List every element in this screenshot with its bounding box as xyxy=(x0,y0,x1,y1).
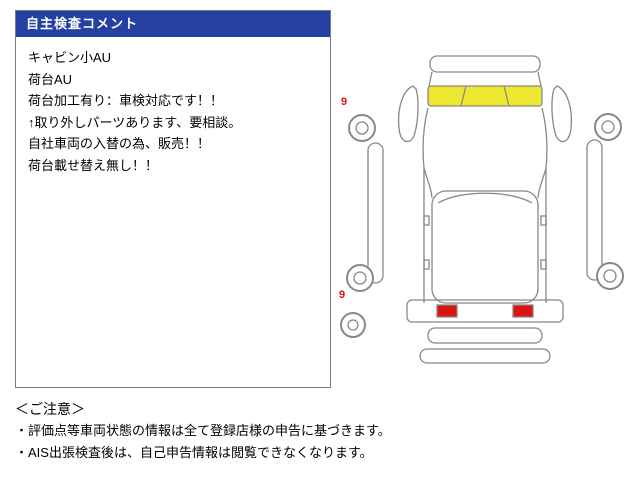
damage-marker-front-left: 9 xyxy=(341,96,347,108)
wheel-rear-left xyxy=(346,264,374,292)
rear-bumper xyxy=(427,327,543,344)
bed-hinge-right-top xyxy=(540,215,547,226)
comment-line: 荷台AU xyxy=(28,71,73,87)
wheel-rear-right xyxy=(596,262,624,290)
pillar-right xyxy=(537,71,542,87)
damage-marker-rear-left: 9 xyxy=(339,289,345,301)
body-side-left xyxy=(422,107,429,303)
cab-rear-window-line xyxy=(437,192,533,204)
pillar-left xyxy=(428,71,433,87)
comment-line: 自社車両の入替の為、販売！！ xyxy=(28,136,211,151)
side-strip-right xyxy=(586,139,603,281)
windshield-divider-right xyxy=(503,85,510,107)
body-side-right xyxy=(541,107,548,303)
right-mirror-panel xyxy=(551,85,573,143)
bed-hinge-left-top xyxy=(423,215,430,226)
vehicle-diagram: 9 9 xyxy=(335,48,635,373)
wheel-front-left xyxy=(348,114,376,142)
bed-hinge-right-bottom xyxy=(540,259,547,270)
windshield-highlight xyxy=(427,85,543,107)
comment-list: キャビン小AU 荷台AU 荷台加工有り：車検対応です！！ ↑取り外しパーツありま… xyxy=(16,37,330,186)
spare-wheel xyxy=(340,312,366,338)
tailgate xyxy=(406,299,564,323)
vehicle-diagram-svg: 9 9 xyxy=(339,55,624,364)
comment-line: ↑取り外しパーツあります、要相談。 xyxy=(28,114,242,130)
panel-header: 自主検査コメント xyxy=(16,11,330,37)
cab-roof xyxy=(429,55,541,73)
taillight-right xyxy=(512,304,534,318)
cab-rear-left xyxy=(423,167,433,199)
taillight-left xyxy=(436,304,458,318)
notice-title: ＜ご注意＞ xyxy=(15,401,85,417)
notice-line: ・AIS出張検査後は、自己申告情報は閲覧できなくなります。 xyxy=(15,445,373,460)
notice-section: ＜ご注意＞ ・評価点等車両状態の情報は全て登録店様の申告に基づきます。 ・AIS… xyxy=(15,398,391,464)
bed-hinge-left-bottom xyxy=(423,259,430,270)
comment-line: キャビン小AU xyxy=(28,50,112,65)
side-strip-left xyxy=(367,142,384,284)
cab-rear-right xyxy=(537,167,547,199)
left-mirror-panel xyxy=(397,85,419,143)
cargo-bed xyxy=(431,190,539,304)
self-inspection-comment-panel: 自主検査コメント キャビン小AU 荷台AU 荷台加工有り：車検対応です！！ ↑取… xyxy=(15,10,331,388)
comment-line: 荷台載せ替え無し！！ xyxy=(28,157,159,173)
wheel-front-right xyxy=(594,113,622,141)
rear-step xyxy=(419,348,551,364)
notice-line: ・評価点等車両状態の情報は全て登録店様の申告に基づきます。 xyxy=(15,423,391,438)
windshield-divider-left xyxy=(460,85,467,107)
comment-line: 荷台加工有り：車検対応です！！ xyxy=(28,93,224,108)
